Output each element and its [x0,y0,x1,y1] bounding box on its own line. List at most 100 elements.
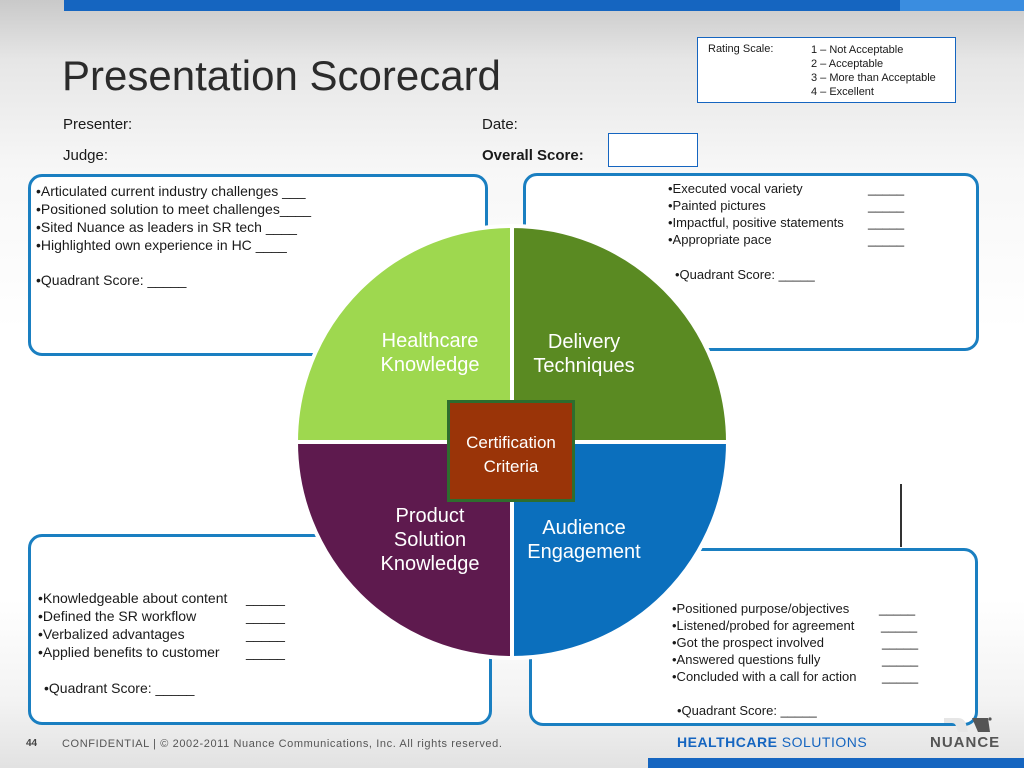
quadrant-score-blank[interactable]: _____ [778,267,815,282]
criterion-text: •Defined the SR workflow [38,608,197,624]
center-label-line: Criteria [483,457,539,476]
list-item: •Positioned purpose/objectives _____ [672,600,942,617]
score-blank[interactable]: _____ [882,669,919,684]
page-number: 44 [26,738,38,749]
presenter-label: Presenter: [63,116,133,133]
score-blank[interactable]: _____ [868,198,905,213]
quadrant-label-line: Product [395,505,465,527]
quadrant-label-line: Knowledge [380,553,480,575]
score-blank[interactable]: _____ [881,618,918,633]
score-blank[interactable]: _____ [246,626,285,642]
score-blank[interactable]: _____ [246,608,285,624]
nuance-logo-icon [944,717,992,732]
healthcare-quadrant-score: •Quadrant Score: _____ [36,272,186,288]
list-item: •Defined the SR workflow _____ [38,607,298,625]
product-criteria-list: •Knowledgeable about content _____ •Defin… [38,589,298,661]
brand-wordmark: NUANCE [930,734,1001,751]
list-item: •Sited Nuance as leaders in SR tech ____ [36,218,356,236]
criterion-text: •Verbalized advantages [38,626,185,642]
quadrant-score-blank[interactable]: _____ [155,680,195,696]
rating-scale-box: Rating Scale: 1 – Not Acceptable 2 – Acc… [697,37,956,103]
list-item: •Executed vocal variety _____ [668,180,918,197]
criterion-text: •Answered questions fully [672,652,821,667]
product-quadrant-label: Product Solution Knowledge [360,504,500,576]
quadrant-score-blank[interactable]: _____ [147,272,187,288]
score-blank[interactable]: _____ [882,652,919,667]
rating-scale-levels: 1 – Not Acceptable 2 – Acceptable 3 – Mo… [811,43,936,99]
score-blank[interactable]: _____ [868,232,905,247]
criterion-text: •Articulated current industry challenges [36,183,279,199]
list-item: •Positioned solution to meet challenges_… [36,200,356,218]
score-blank[interactable]: ____ [279,201,311,217]
rating-scale-label: Rating Scale: [708,43,774,55]
criterion-text: •Highlighted own experience in HC [36,237,252,253]
quadrant-score-label: •Quadrant Score: [36,272,144,288]
criterion-text: •Sited Nuance as leaders in SR tech [36,219,262,235]
audience-criteria-list: •Positioned purpose/objectives _____ •Lis… [672,600,942,685]
quadrant-label-line: Knowledge [380,354,480,376]
rating-level: 4 – Excellent [811,86,874,98]
healthcare-criteria-list: •Articulated current industry challenges… [36,182,356,254]
score-blank[interactable]: _____ [882,635,919,650]
list-item: •Appropriate pace _____ [668,231,918,248]
criterion-text: •Knowledgeable about content [38,590,228,606]
delivery-criteria-list: •Executed vocal variety _____ •Painted pi… [668,180,918,248]
score-blank[interactable]: ___ [282,183,306,199]
criterion-text: •Listened/probed for agreement [672,618,855,633]
connector-line [900,484,902,547]
list-item: •Painted pictures _____ [668,197,918,214]
healthcare-quadrant-label: Healthcare Knowledge [360,329,500,377]
score-blank[interactable]: ____ [265,219,297,235]
criterion-text: •Impactful, positive statements [668,215,844,230]
delivery-quadrant-score: •Quadrant Score: _____ [675,267,815,282]
score-blank[interactable]: _____ [868,181,905,196]
quadrant-score-label: •Quadrant Score: [677,703,777,718]
audience-quadrant-label: Audience Engagement [514,516,654,564]
rating-level: 1 – Not Acceptable [811,44,904,56]
certification-criteria-box: Certification Criteria [447,400,575,502]
rating-level: 2 – Acceptable [811,58,884,70]
list-item: •Impactful, positive statements _____ [668,214,918,231]
list-item: •Concluded with a call for action _____ [672,668,942,685]
overall-score-label: Overall Score: [482,147,584,164]
score-blank[interactable]: _____ [868,215,905,230]
quadrant-score-label: •Quadrant Score: [675,267,775,282]
quadrant-label-line: Engagement [527,541,641,563]
score-blank[interactable]: _____ [246,644,285,660]
rating-level: 3 – More than Acceptable [811,72,936,84]
criterion-text: •Executed vocal variety [668,181,803,196]
criterion-text: •Painted pictures [668,198,766,213]
quadrant-label-line: Healthcare [381,330,479,352]
overall-score-box[interactable] [608,133,698,167]
bottom-accent-bar [648,758,1024,768]
criterion-text: •Positioned purpose/objectives [672,601,850,616]
quadrant-score-label: •Quadrant Score: [44,680,152,696]
product-quadrant-score: •Quadrant Score: _____ [44,680,194,696]
quadrant-label-line: Solution [393,529,467,551]
list-item: •Knowledgeable about content _____ [38,589,298,607]
quadrant-label-line: Delivery [547,331,621,353]
top-accent-bar [64,0,1024,11]
list-item: •Applied benefits to customer _____ [38,643,298,661]
slide-title: Presentation Scorecard [62,52,501,99]
division-name: HEALTHCARE SOLUTIONS [677,734,867,750]
score-blank[interactable]: _____ [246,590,285,606]
score-blank[interactable]: ____ [255,237,287,253]
top-accent-bar-light [900,0,1024,11]
criterion-text: •Applied benefits to customer [38,644,220,660]
list-item: •Answered questions fully _____ [672,651,942,668]
audience-quadrant-score: •Quadrant Score: _____ [677,703,817,718]
list-item: •Highlighted own experience in HC ____ [36,236,356,254]
quadrant-label-line: Audience [542,517,626,539]
judge-label: Judge: [63,147,109,164]
criterion-text: •Positioned solution to meet challenges [36,201,280,217]
quadrant-score-blank[interactable]: _____ [780,703,817,718]
criterion-text: •Appropriate pace [668,232,772,247]
criterion-text: •Concluded with a call for action [672,669,857,684]
division-name-rest: SOLUTIONS [777,734,868,750]
delivery-quadrant-label: Delivery Techniques [514,330,654,378]
score-blank[interactable]: _____ [879,601,916,616]
delivery-quadrant [510,223,731,444]
list-item: •Articulated current industry challenges… [36,182,356,200]
division-name-bold: HEALTHCARE [677,734,778,750]
